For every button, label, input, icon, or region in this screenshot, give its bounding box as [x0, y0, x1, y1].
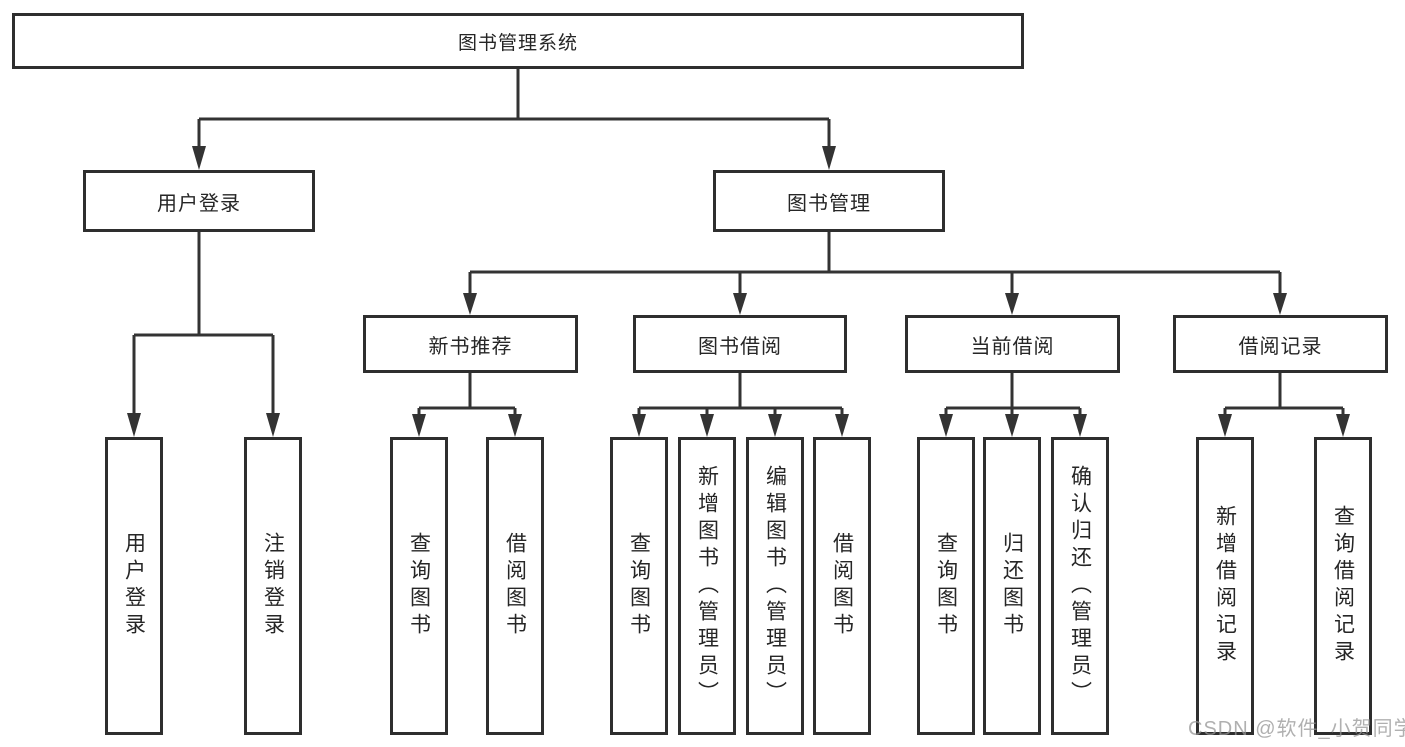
leaf-current-query-books: 查询图书 — [917, 437, 975, 735]
edge-current-borrowing-to-leaves — [939, 373, 1087, 437]
edge-root-to-level2 — [192, 69, 836, 170]
edge-book-borrowing-to-leaves — [632, 373, 849, 437]
node-current-borrowing-label: 当前借阅 — [970, 335, 1055, 358]
leaf-borrowing-edit-books-admin: 编辑图书（管理员） — [746, 437, 804, 735]
leaf-borrowing-borrow-books: 借阅图书 — [813, 437, 871, 735]
node-root-label: 图书管理系统 — [457, 32, 578, 54]
node-user-login-label: 用户登录 — [157, 192, 241, 215]
leaf-current-return-books: 归还图书 — [983, 437, 1041, 735]
leaf-records-add-record-label: 新增借阅记录 — [1213, 505, 1237, 667]
node-book-borrowing-label: 图书借阅 — [698, 335, 782, 358]
leaf-borrowing-query-books-label: 查询图书 — [627, 532, 651, 640]
leaf-user-login-label: 用户登录 — [122, 532, 146, 640]
leaf-current-query-books-label: 查询图书 — [934, 532, 958, 640]
leaf-logout: 注销登录 — [244, 437, 302, 735]
edge-user-login-to-leaves — [127, 232, 280, 437]
node-user-login: 用户登录 — [83, 170, 315, 232]
leaf-borrowing-add-books-admin-label: 新增图书（管理员） — [695, 464, 719, 708]
node-new-book-recommend: 新书推荐 — [363, 315, 578, 373]
edge-borrowing-records-to-leaves — [1218, 373, 1350, 437]
leaf-borrowing-query-books: 查询图书 — [610, 437, 668, 735]
leaf-recommend-borrow-books: 借阅图书 — [486, 437, 544, 735]
leaf-records-query-record-label: 查询借阅记录 — [1331, 505, 1355, 667]
leaf-recommend-query-books: 查询图书 — [390, 437, 448, 735]
leaf-borrowing-add-books-admin: 新增图书（管理员） — [678, 437, 736, 735]
node-root-library-system: 图书管理系统 — [12, 13, 1024, 69]
edge-new-book-recommend-to-leaves — [412, 373, 522, 437]
node-new-book-recommend-label: 新书推荐 — [428, 335, 513, 358]
leaf-current-return-books-label: 归还图书 — [1000, 532, 1024, 640]
leaf-current-confirm-return-admin: 确认归还（管理员） — [1051, 437, 1109, 735]
csdn-watermark: CSDN @软件_小贺同学 — [1188, 718, 1405, 740]
leaf-records-query-record: 查询借阅记录 — [1314, 437, 1372, 735]
node-book-management-label: 图书管理 — [787, 192, 871, 215]
edge-book-management-to-level3 — [463, 232, 1287, 315]
leaf-user-login: 用户登录 — [105, 437, 163, 735]
leaf-borrowing-borrow-books-label: 借阅图书 — [830, 532, 854, 640]
leaf-borrowing-edit-books-admin-label: 编辑图书（管理员） — [763, 464, 787, 708]
leaf-recommend-query-books-label: 查询图书 — [407, 532, 431, 640]
leaf-recommend-borrow-books-label: 借阅图书 — [503, 532, 527, 640]
node-book-borrowing: 图书借阅 — [633, 315, 847, 373]
leaf-records-add-record: 新增借阅记录 — [1196, 437, 1254, 735]
leaf-current-confirm-return-admin-label: 确认归还（管理员） — [1068, 464, 1092, 708]
node-current-borrowing: 当前借阅 — [905, 315, 1120, 373]
node-book-management: 图书管理 — [713, 170, 945, 232]
node-borrowing-records: 借阅记录 — [1173, 315, 1388, 373]
node-borrowing-records-label: 借阅记录 — [1238, 335, 1323, 358]
leaf-logout-label: 注销登录 — [261, 532, 285, 640]
